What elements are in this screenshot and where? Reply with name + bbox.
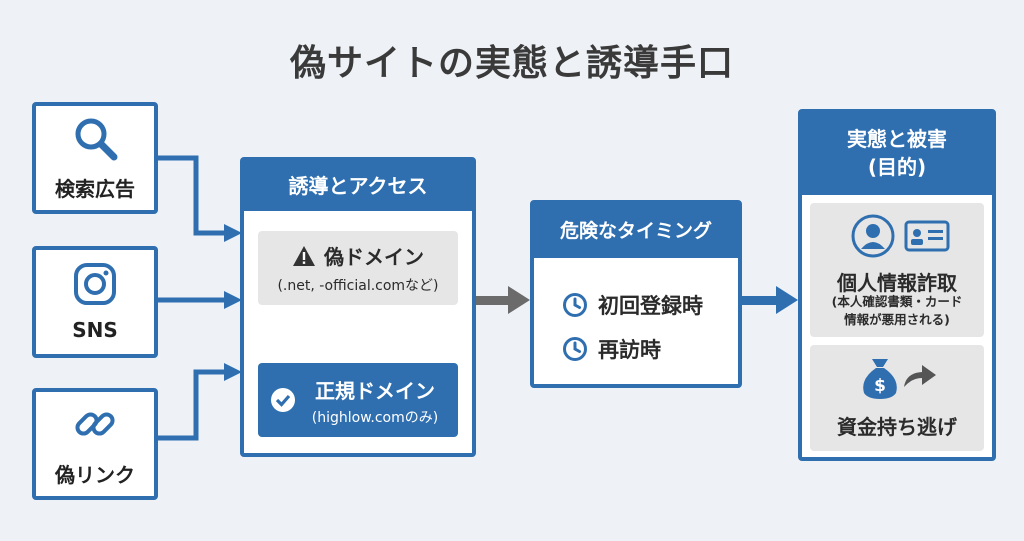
damage-header: 実態と被害 (目的) [802, 113, 992, 195]
fake-domain-title: 偽ドメイン [324, 245, 424, 269]
search-icon [75, 118, 118, 160]
timing-item-label: 再訪時 [598, 338, 661, 362]
source-fake-link: 偽リンク [32, 388, 158, 500]
warning-icon [293, 245, 315, 266]
funds-title: 資金持ち逃げ [837, 415, 957, 439]
timing-item-label: 初回登録時 [598, 294, 703, 318]
personal-info-sub-line: 情報が悪用される) [844, 312, 950, 327]
source-label: 検索広告 [55, 176, 135, 201]
timing-item: 再訪時 [562, 334, 661, 364]
source-label: 偽リンク [55, 462, 135, 487]
money-bag-icon: $ [863, 359, 897, 399]
user-icon [851, 214, 895, 258]
arrow-out-icon [904, 365, 936, 387]
source-label: SNS [72, 318, 118, 342]
personal-info-box: 個人情報詐取 (本人確認書類・カード 情報が悪用される) [810, 203, 984, 337]
arrow-link-to-access [158, 369, 226, 441]
instagram-icon [74, 263, 116, 305]
personal-info-title: 個人情報詐取 [837, 271, 957, 295]
damage-header-title: 実態と被害 [847, 127, 947, 151]
funds-box: $ 資金持ち逃げ [810, 345, 984, 451]
damage-panel: 実態と被害 (目的) 個人情報詐取 (本人確認書類・カード 情報が悪用される) … [798, 109, 996, 461]
access-header: 誘導とアクセス [244, 161, 472, 211]
damage-header-sub: (目的) [867, 155, 927, 179]
access-panel: 誘導とアクセス 偽ドメイン (.net, -official.comなど) 正規… [240, 157, 476, 457]
source-search-ad: 検索広告 [32, 102, 158, 214]
fake-domain-sub: (.net, -official.comなど) [277, 278, 439, 294]
arrow-timing-to-damage [742, 296, 778, 305]
personal-info-sub: (本人確認書類・カード 情報が悪用される) [810, 293, 984, 329]
source-sns: SNS [32, 246, 158, 358]
real-domain-title: 正規ドメイン [315, 379, 435, 403]
link-icon [75, 411, 115, 436]
id-card-icon [904, 220, 950, 252]
fake-domain-box: 偽ドメイン (.net, -official.comなど) [258, 231, 458, 305]
page-title: 偽サイトの実態と誘導手口 [289, 43, 734, 84]
arrow-access-to-timing [474, 296, 510, 305]
clock-icon [563, 293, 587, 317]
timing-item: 初回登録時 [562, 290, 703, 320]
timing-header: 危険なタイミング [534, 204, 738, 258]
real-domain-box: 正規ドメイン (highlow.comのみ) [258, 363, 458, 437]
real-domain-sub: (highlow.comのみ) [311, 410, 439, 426]
clock-icon [563, 337, 587, 361]
check-circle-icon [271, 388, 295, 412]
arrow-search-to-access [158, 155, 226, 236]
timing-panel: 危険なタイミング 初回登録時 再訪時 [530, 200, 742, 388]
personal-info-sub-line: (本人確認書類・カード [831, 294, 963, 309]
svg-text:$: $ [874, 376, 886, 396]
